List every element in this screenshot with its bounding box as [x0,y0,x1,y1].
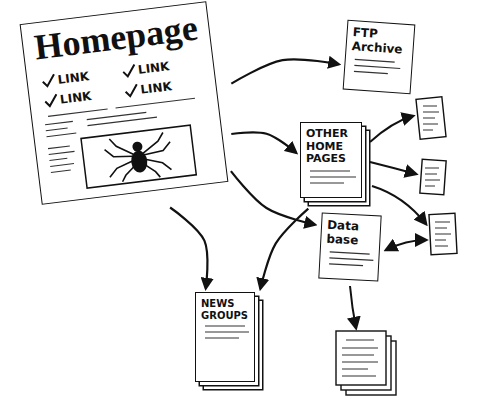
link-arrow [231,132,296,152]
check-mark [43,93,59,109]
document-title: Data base [326,219,375,249]
link-text: LINK [140,79,173,97]
scribble-lines [350,54,407,80]
check-mark [124,83,140,99]
ftp-archive-document: FTP Archive [343,20,416,95]
scribble-lines [325,246,374,270]
link-text: LINK [59,89,92,107]
link-arrow [170,208,207,289]
document-decoration [38,92,221,195]
document-title: OTHER HOME PAGES [306,128,356,166]
document-decoration [350,54,407,80]
homepage-sheet: HomepageLINKLINKLINKLINK [20,1,229,205]
page-heading: Homepage [27,9,204,68]
link-item: LINK [43,85,125,109]
link-item: LINK [41,65,123,89]
home-pages-stack: OTHER HOME PAGES [300,122,362,198]
link-arrow [260,209,308,289]
document-title: FTP Archive [351,26,409,57]
spider-illustration [39,101,217,195]
document-decoration [325,246,374,270]
document-decoration [306,166,356,188]
link-text: LINK [137,59,170,77]
link-arrow [231,59,338,83]
document-decoration [201,321,249,343]
link-item: LINK [121,55,203,79]
check-mark [121,63,137,79]
check-mark [41,73,57,89]
scribble-lines [306,166,356,188]
scribble-lines [201,321,249,343]
document-title: NEWS GROUPS [201,298,249,321]
newsgroups-stack: NEWS GROUPS [195,292,255,382]
link-text: LINK [57,69,90,87]
database-document: Data base [318,212,381,281]
link-item: LINK [124,75,206,99]
